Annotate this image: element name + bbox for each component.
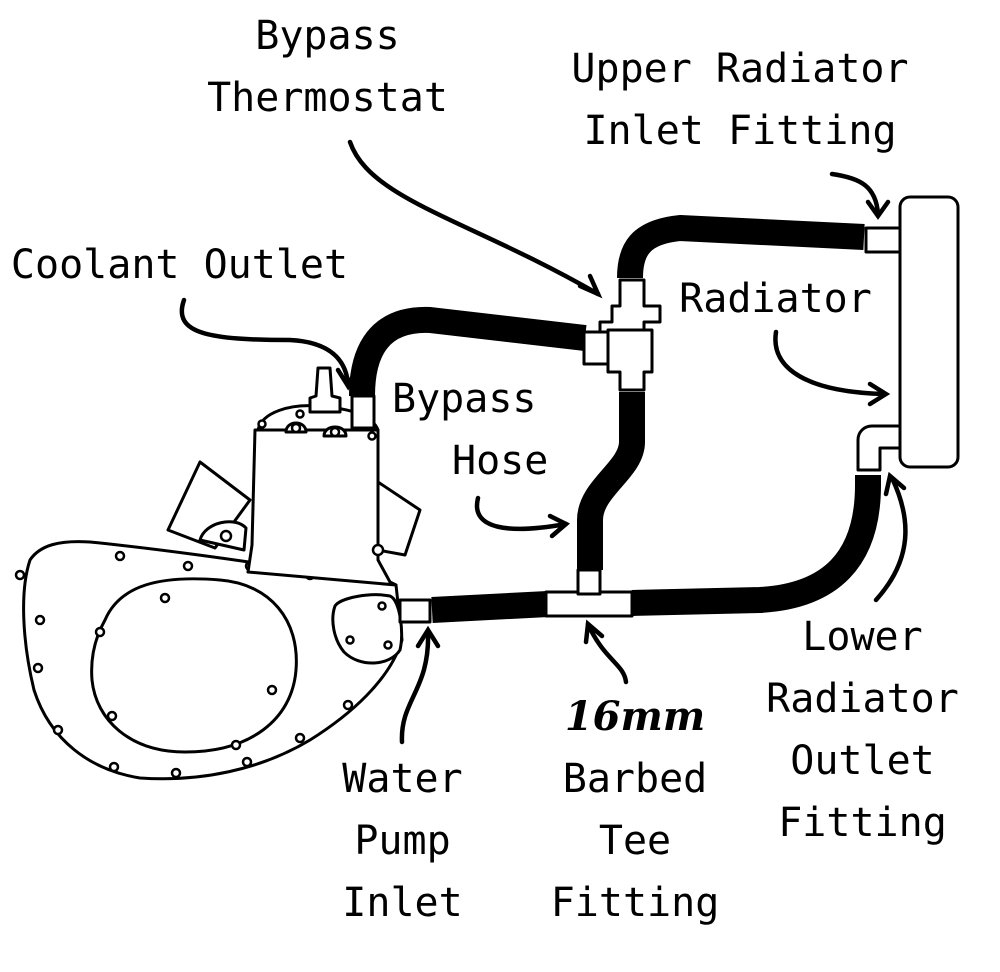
label-upper-radiator-inlet-fitting: Upper Radiator Inlet Fitting	[571, 46, 909, 154]
arrow-bypass-thermostat	[347, 139, 601, 297]
leader-arrows	[179, 139, 908, 745]
engine-assembly	[14, 366, 432, 781]
label-coolant-outlet: Coolant Outlet	[10, 242, 349, 288]
engine-cylinder-head	[246, 428, 398, 587]
coolant-outlet-nipple	[350, 394, 376, 430]
water-pump-housing	[331, 593, 404, 665]
water-pump-inlet-nipple	[398, 598, 432, 624]
label-radiator: Radiator	[679, 276, 872, 322]
hose-coolant-outlet-to-thermostat	[349, 306, 587, 397]
bypass-thermostat	[582, 278, 662, 392]
label-bypass-hose: Bypass Hose	[392, 376, 549, 484]
label-barbed-tee-fitting: 16mm Barbed Tee Fitting	[550, 693, 720, 926]
barbed-tee-fitting	[544, 568, 634, 618]
upper-radiator-inlet-fitting	[864, 226, 902, 254]
bypass-hose	[577, 392, 645, 570]
hose-water-pump-to-tee	[431, 591, 549, 623]
radiator	[856, 195, 960, 472]
hose-thermostat-to-upper-radiator	[617, 215, 865, 279]
head-bolts	[257, 409, 377, 441]
arrow-barbed-tee	[585, 621, 629, 685]
arrow-radiator	[773, 329, 887, 397]
arrow-lower-radiator-outlet	[873, 475, 908, 603]
radiator-core	[898, 195, 960, 469]
engine-plate-inner-cutout	[90, 577, 298, 754]
label-bypass-thermostat: Bypass Thermostat	[207, 13, 448, 121]
label-water-pump-inlet: Water Pump Inlet	[342, 756, 463, 926]
arrow-upper-radiator-inlet	[829, 171, 881, 217]
hose-tee-to-lower-radiator	[631, 472, 881, 616]
arrow-coolant-outlet	[179, 297, 351, 387]
arrow-water-pump-inlet	[399, 629, 431, 745]
label-lower-radiator-outlet-fitting: Lower Radiator Outlet Fitting	[766, 614, 959, 846]
spark-plug	[308, 366, 342, 414]
lower-radiator-outlet-fitting	[856, 424, 902, 472]
arrow-bypass-hose	[474, 495, 569, 532]
hoses	[349, 215, 881, 623]
